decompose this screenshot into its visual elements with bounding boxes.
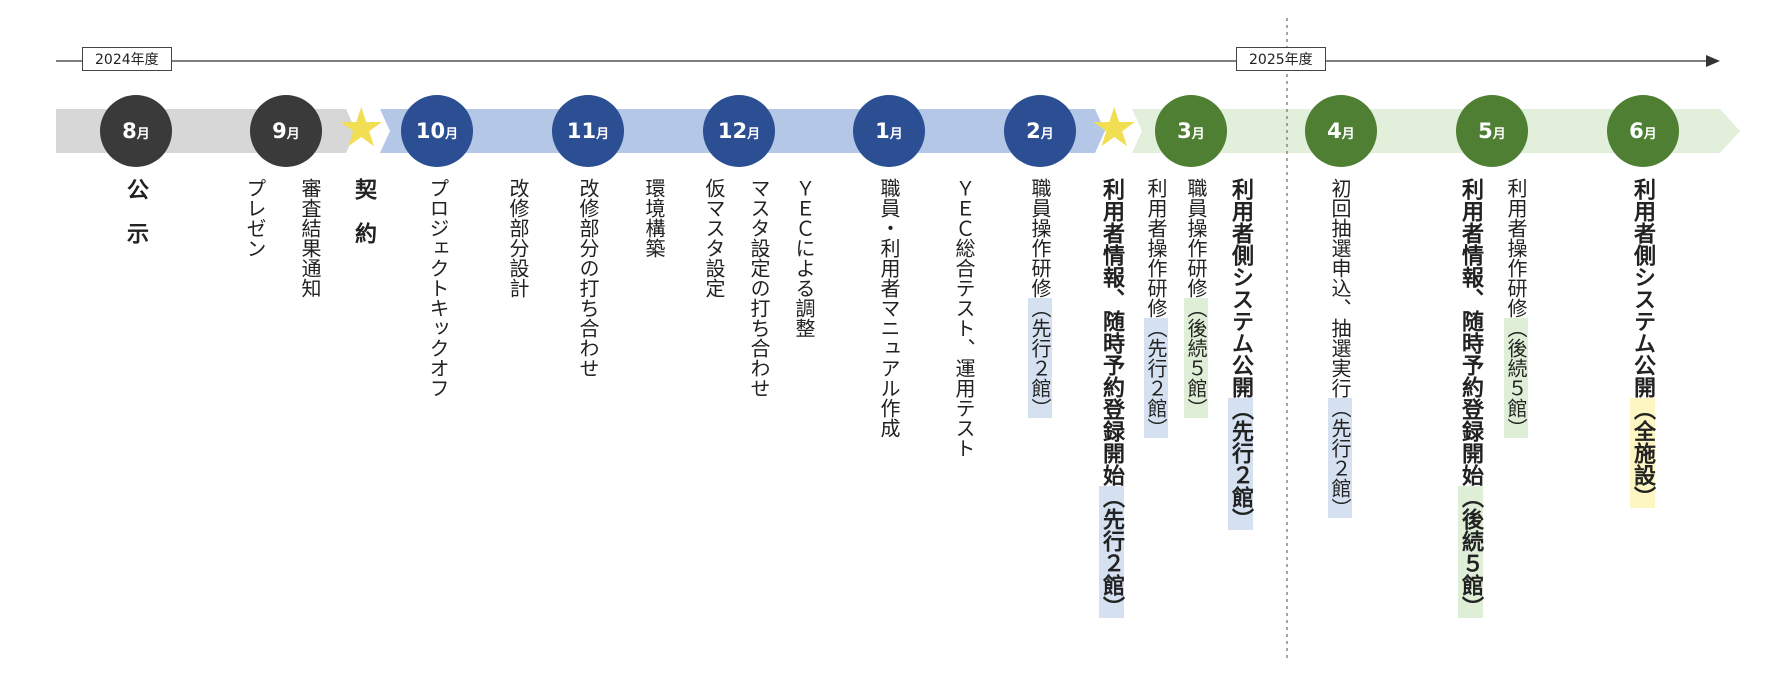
month-unit: 月 bbox=[1191, 127, 1205, 142]
month-unit: 月 bbox=[747, 127, 761, 142]
event-kankyo: 環境構築 bbox=[642, 178, 666, 258]
milestone-star-icon: ★ bbox=[1090, 96, 1139, 159]
event-text: 利用者情報、随時予約登録開始 bbox=[1458, 178, 1483, 486]
event-sogo-test: ＹＥＣ総合テスト、運用テスト bbox=[952, 178, 976, 458]
event-riyosha-kenshu-2: 利用者操作研修（後続５館） bbox=[1503, 178, 1529, 438]
target-badge: （後続５館） bbox=[1184, 298, 1208, 418]
event-text: 職員操作研修 bbox=[1028, 178, 1052, 298]
event-shinsa: 審査結果通知 bbox=[298, 178, 322, 298]
month-unit: 月 bbox=[1341, 127, 1355, 142]
event-shokuin-kenshu: 職員操作研修（先行２館） bbox=[1027, 178, 1053, 418]
fiscal-year-label-2025: 2025年度 bbox=[1236, 47, 1326, 71]
event-chusen: 初回抽選申込、抽選実行（先行２館） bbox=[1327, 178, 1353, 518]
target-badge: （先行２館） bbox=[1028, 298, 1052, 418]
event-koji: 公示 bbox=[123, 178, 148, 266]
event-shokuin-kenshu-2: 職員操作研修（後続５館） bbox=[1183, 178, 1209, 418]
month-number: 3 bbox=[1177, 119, 1192, 143]
target-badge: （全施設） bbox=[1630, 398, 1655, 508]
target-badge: （先行２館） bbox=[1099, 486, 1124, 618]
event-manual: 職員・利用者マニュアル作成 bbox=[877, 178, 901, 438]
event-riyosha-joho: 利用者情報、随時予約登録開始（先行２館） bbox=[1097, 178, 1125, 618]
band-green bbox=[1132, 109, 1740, 153]
event-kaishu-sekkei: 改修部分設計 bbox=[506, 178, 530, 298]
month-unit: 月 bbox=[1492, 127, 1506, 142]
event-text: 初回抽選申込、抽選実行 bbox=[1328, 178, 1352, 398]
event-presen: プレゼン bbox=[243, 178, 267, 258]
month-unit: 月 bbox=[889, 127, 903, 142]
milestone-star-icon: ★ bbox=[337, 96, 386, 159]
month-number: 1 bbox=[875, 119, 890, 143]
month-number: 11 bbox=[566, 119, 597, 143]
fiscal-year-label-2024: 2024年度 bbox=[82, 47, 172, 71]
month-unit: 月 bbox=[445, 127, 459, 142]
timeline-arrowhead bbox=[1706, 55, 1720, 67]
event-riyosha-kenshu: 利用者操作研修（先行２館） bbox=[1143, 178, 1169, 438]
month-unit: 月 bbox=[1040, 127, 1054, 142]
target-badge: （後続５館） bbox=[1458, 486, 1483, 618]
event-text: 利用者操作研修 bbox=[1144, 178, 1168, 318]
event-text: 利用者側システム公開 bbox=[1228, 178, 1253, 398]
target-badge: （先行２館） bbox=[1328, 398, 1352, 518]
event-system-kokai: 利用者側システム公開（先行２館） bbox=[1226, 178, 1254, 530]
event-keiyaku: 契約 bbox=[351, 178, 376, 266]
month-number: 10 bbox=[415, 119, 446, 143]
month-number: 9 bbox=[272, 119, 287, 143]
month-number: 6 bbox=[1629, 119, 1644, 143]
month-number: 8 bbox=[122, 119, 137, 143]
event-kaishu-uchiawase: 改修部分の打ち合わせ bbox=[576, 178, 600, 378]
event-master-uchiawase: マスタ設定の打ち合わせ bbox=[747, 178, 771, 398]
event-system-kokai-2: 利用者側システム公開（全施設） bbox=[1628, 178, 1656, 508]
month-number: 12 bbox=[717, 119, 748, 143]
month-unit: 月 bbox=[1643, 127, 1657, 142]
event-yec-chosei: ＹＥＣによる調整 bbox=[792, 178, 816, 338]
event-kickoff: プロジェクトキックオフ bbox=[426, 178, 450, 398]
month-number: 2 bbox=[1026, 119, 1041, 143]
target-badge: （後続５館） bbox=[1504, 318, 1528, 438]
month-number: 5 bbox=[1478, 119, 1493, 143]
month-number: 4 bbox=[1327, 119, 1342, 143]
event-riyosha-joho-2: 利用者情報、随時予約登録開始（後続５館） bbox=[1456, 178, 1484, 618]
month-unit: 月 bbox=[596, 127, 610, 142]
event-text: 利用者側システム公開 bbox=[1630, 178, 1655, 398]
target-badge: （先行２館） bbox=[1144, 318, 1168, 438]
target-badge: （先行２館） bbox=[1228, 398, 1253, 530]
month-unit: 月 bbox=[136, 127, 150, 142]
event-text: 利用者情報、随時予約登録開始 bbox=[1099, 178, 1124, 486]
event-kari-master: 仮マスタ設定 bbox=[702, 178, 726, 298]
month-unit: 月 bbox=[286, 127, 300, 142]
event-text: 職員操作研修 bbox=[1184, 178, 1208, 298]
event-text: 利用者操作研修 bbox=[1504, 178, 1528, 318]
